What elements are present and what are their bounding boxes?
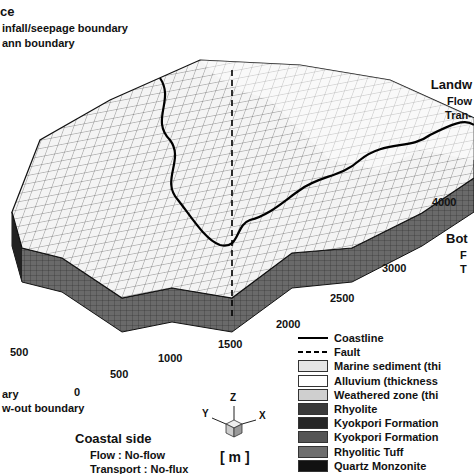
legend-row: Coastline (298, 331, 384, 345)
map-label: Landw (431, 78, 472, 92)
legend-line-sample (298, 332, 328, 344)
legend-text: Rhyolite (334, 403, 377, 415)
legend-swatch (298, 375, 328, 387)
map-label: Y (202, 408, 209, 419)
map-label: w-out boundary (2, 402, 85, 414)
legend-text: Weathered zone (thi (334, 389, 438, 401)
map-label: 500 (10, 346, 28, 358)
legend-swatch (298, 446, 328, 458)
map-label: 4000 (432, 196, 456, 208)
legend-text: Coastline (334, 332, 384, 344)
map-label: Transport : No-flux (90, 463, 188, 474)
legend-swatch (298, 403, 328, 415)
legend-swatch (298, 389, 328, 401)
map-label: Flow : No-flow (90, 449, 165, 461)
map-label: 1000 (158, 352, 182, 364)
legend-swatch (298, 460, 328, 472)
legend-text: Quartz Monzonite (334, 460, 426, 472)
map-label: T (460, 263, 467, 275)
legend-row: Weathered zone (thi (298, 388, 438, 402)
axis-gizmo (212, 406, 256, 437)
legend-text: Fault (334, 346, 360, 358)
legend-text: Alluvium (thickness (334, 375, 438, 387)
legend-row: Rhyolite (298, 402, 377, 416)
legend-row: Fault (298, 345, 360, 359)
map-label: ann boundary (2, 37, 75, 49)
legend-row: Kyokpori Formation (298, 416, 439, 430)
map-label: 2500 (330, 292, 354, 304)
legend-text: Rhyolitic Tuff (334, 446, 403, 458)
map-label: 0 (74, 386, 80, 398)
legend-swatch (298, 360, 328, 372)
map-label: Flow (447, 95, 472, 107)
map-label: 2000 (276, 318, 300, 330)
map-label: Tran- (445, 109, 472, 121)
map-label: Bot (446, 232, 468, 246)
legend-row: Kyokpori Formation (298, 430, 439, 444)
map-label: ary (2, 388, 19, 400)
map-label: X (259, 410, 266, 421)
legend-row: Rhyolitic Tuff (298, 445, 403, 459)
map-label: 500 (110, 368, 128, 380)
map-label: F (460, 249, 467, 261)
legend-text: Marine sediment (thi (334, 360, 441, 372)
legend-swatch (298, 431, 328, 443)
legend-line-sample (298, 346, 328, 358)
map-label: Coastal side (75, 432, 152, 446)
map-label: [ m ] (220, 450, 250, 465)
legend-row: Alluvium (thickness (298, 374, 438, 388)
map-label: Z (230, 392, 236, 403)
legend-row: Quartz Monzonite (298, 459, 426, 473)
legend-text: Kyokpori Formation (334, 431, 439, 443)
map-label: infall/seepage boundary (2, 22, 128, 34)
map-label: ce (0, 5, 14, 19)
map-label: 1500 (218, 338, 242, 350)
legend-row: Marine sediment (thi (298, 359, 441, 373)
legend-swatch (298, 417, 328, 429)
legend-text: Kyokpori Formation (334, 417, 439, 429)
map-label: 3000 (382, 262, 406, 274)
